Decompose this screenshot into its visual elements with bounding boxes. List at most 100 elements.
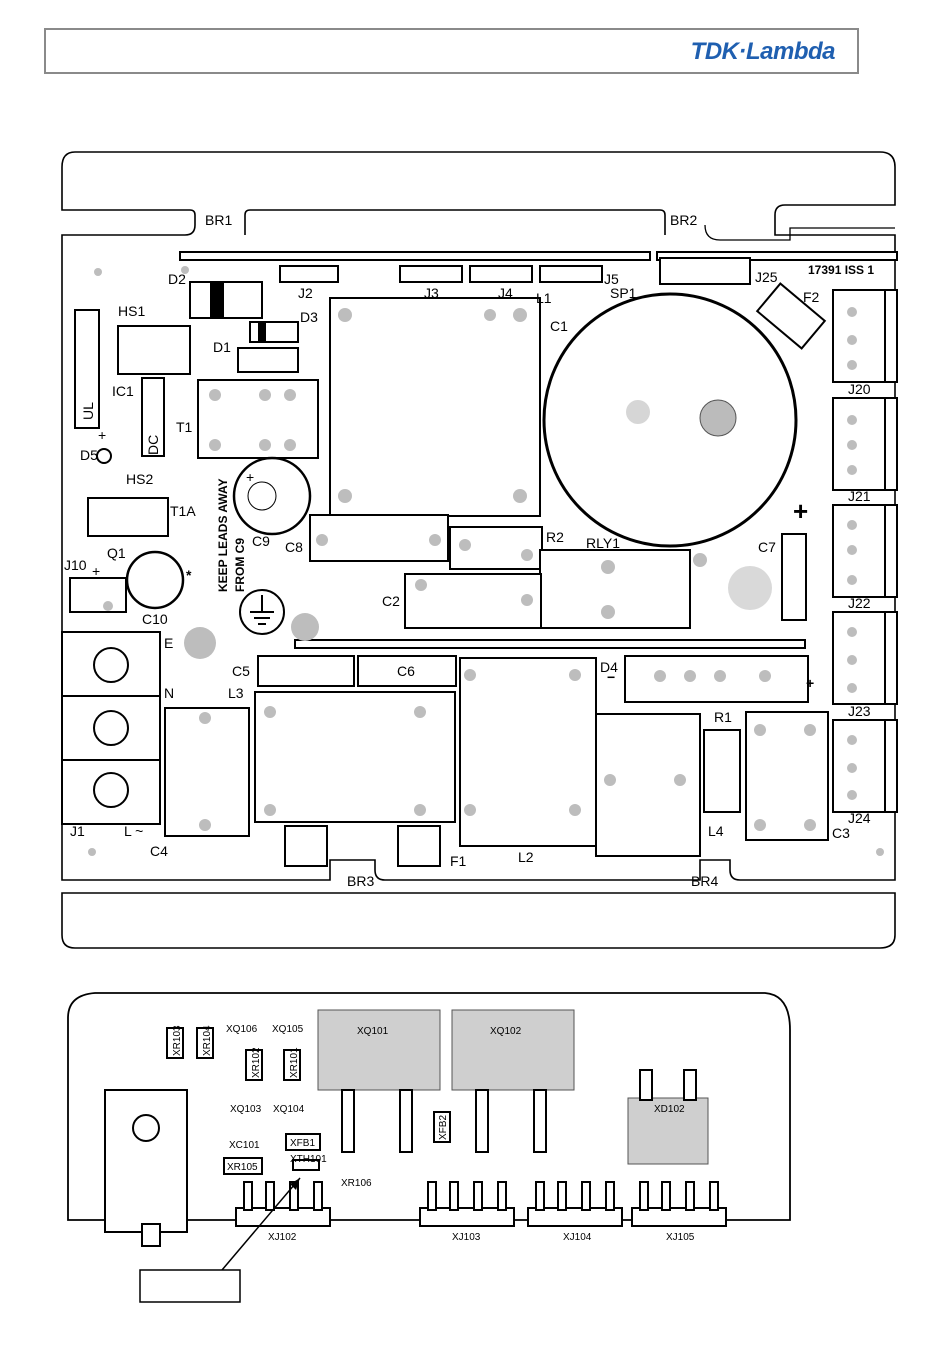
hs1-heatsink — [117, 325, 191, 375]
label-xj105: XJ105 — [666, 1232, 695, 1243]
label-ul: UL — [80, 402, 96, 420]
xfb1-bead — [285, 1133, 321, 1151]
label-j21: J21 — [848, 488, 871, 504]
label-c2: C2 — [382, 593, 400, 609]
label-c3: C3 — [832, 825, 850, 841]
label-xd102: XD102 — [654, 1104, 685, 1115]
j22-tab — [884, 504, 898, 598]
d5-plus-sign: + — [98, 427, 106, 443]
label-xq105: XQ105 — [272, 1024, 304, 1035]
label-j3: J3 — [424, 285, 439, 301]
bottom-board-labels: XR103 XR104 XQ106 XQ105 XQ101 XQ102 XR10… — [172, 1024, 695, 1243]
xq102-leg-2 — [533, 1089, 547, 1153]
xj102-connector — [235, 1207, 331, 1227]
tdk-lambda-logo: TDK·Lambda — [690, 38, 836, 65]
label-hs2: HS2 — [126, 471, 153, 487]
label-j25: J25 — [755, 269, 778, 285]
label-xj103: XJ103 — [452, 1232, 481, 1243]
label-keep-leads-2: FROM C9 — [233, 538, 247, 592]
xj105-connector — [631, 1207, 727, 1227]
label-xr106: XR106 — [341, 1178, 372, 1189]
j1-screw-n — [93, 710, 129, 746]
xfb2-bead — [433, 1111, 451, 1143]
label-br2: BR2 — [670, 212, 697, 228]
label-keep-leads-1: KEEP LEADS AWAY — [216, 478, 230, 592]
label-c4: C4 — [150, 843, 168, 859]
j21-connector — [832, 397, 886, 491]
label-xq104: XQ104 — [273, 1104, 305, 1115]
label-c5: C5 — [232, 663, 250, 679]
l2-inductor — [459, 657, 597, 847]
d4-minus-sign: − — [607, 669, 615, 685]
xr101-resistor — [283, 1049, 301, 1081]
label-j23: J23 — [848, 703, 871, 719]
label-c1: C1 — [550, 318, 568, 334]
label-xj104: XJ104 — [563, 1232, 592, 1243]
j21-tab — [884, 397, 898, 491]
label-xq102: XQ102 — [490, 1026, 522, 1037]
label-xr101: XR101 — [289, 1047, 300, 1078]
j25-connector — [659, 257, 751, 285]
label-xr104: XR104 — [202, 1025, 213, 1056]
label-br1: BR1 — [205, 212, 232, 228]
label-j4: J4 — [498, 285, 513, 301]
label-xq101: XQ101 — [357, 1026, 389, 1037]
xj104-connector — [527, 1207, 623, 1227]
connector-pins — [243, 1181, 719, 1211]
xr105-resistor — [223, 1157, 263, 1175]
callout-box — [139, 1269, 241, 1303]
label-c8: C8 — [285, 539, 303, 555]
label-board-id: 17391 ISS 1 — [808, 263, 874, 277]
j24-tab — [884, 719, 898, 813]
label-c9: C9 — [252, 533, 270, 549]
xq102-leg-1 — [475, 1089, 489, 1153]
j1-screw-e — [93, 647, 129, 683]
label-n: N — [164, 685, 174, 701]
label-xj102: XJ102 — [268, 1232, 297, 1243]
label-l: L ~ — [124, 823, 143, 839]
d5-led — [96, 448, 112, 464]
rly1-relay — [539, 549, 691, 629]
j2-connector — [279, 265, 339, 283]
heatsink-hole — [132, 1114, 160, 1142]
d2-band — [210, 282, 224, 318]
pad-dots — [88, 266, 884, 856]
header-box: TDK·Lambda — [44, 28, 859, 74]
label-xq106: XQ106 — [226, 1024, 258, 1035]
label-q1: Q1 — [107, 545, 126, 561]
top-board-labels: BR1 BR2 D2 J2 J3 J4 L1 J5 SP1 J25 17391 … — [64, 212, 874, 889]
pointer-line — [221, 1177, 301, 1271]
top-strip — [179, 251, 651, 261]
heatsink-foot — [141, 1223, 161, 1247]
c10-capacitor — [125, 550, 185, 610]
label-j20: J20 — [848, 381, 871, 397]
pointer-arrowhead — [290, 1178, 300, 1190]
label-t1: T1 — [176, 419, 193, 435]
c9-plus-sign: + — [246, 469, 254, 485]
c8-capacitor — [309, 514, 449, 562]
label-t1a: T1A — [170, 503, 196, 519]
bottom-board-outline — [67, 992, 791, 1221]
xd102-leg-1 — [639, 1069, 653, 1101]
br3-part-2 — [397, 825, 441, 867]
hs2-heatsink — [87, 497, 169, 537]
xd102-leg-2 — [683, 1069, 697, 1101]
label-f1: F1 — [450, 853, 467, 869]
label-xr105: XR105 — [227, 1162, 258, 1173]
xr103-resistor — [166, 1027, 184, 1059]
c1-terminal-2 — [626, 400, 650, 424]
label-j24: J24 — [848, 810, 871, 826]
xq101-transistor — [317, 1009, 441, 1091]
label-l3: L3 — [228, 685, 244, 701]
c9-inner — [247, 481, 277, 511]
c6-capacitor — [357, 655, 457, 687]
heatsink-tab — [104, 1089, 188, 1233]
label-c7: C7 — [758, 539, 776, 555]
label-sp1: SP1 — [610, 285, 637, 301]
j20-connector — [832, 289, 886, 383]
label-xc101: XC101 — [229, 1140, 260, 1151]
label-c6: C6 — [397, 663, 415, 679]
top-board-outline — [61, 151, 896, 949]
j3-connector — [399, 265, 463, 283]
d3-band — [258, 322, 266, 342]
